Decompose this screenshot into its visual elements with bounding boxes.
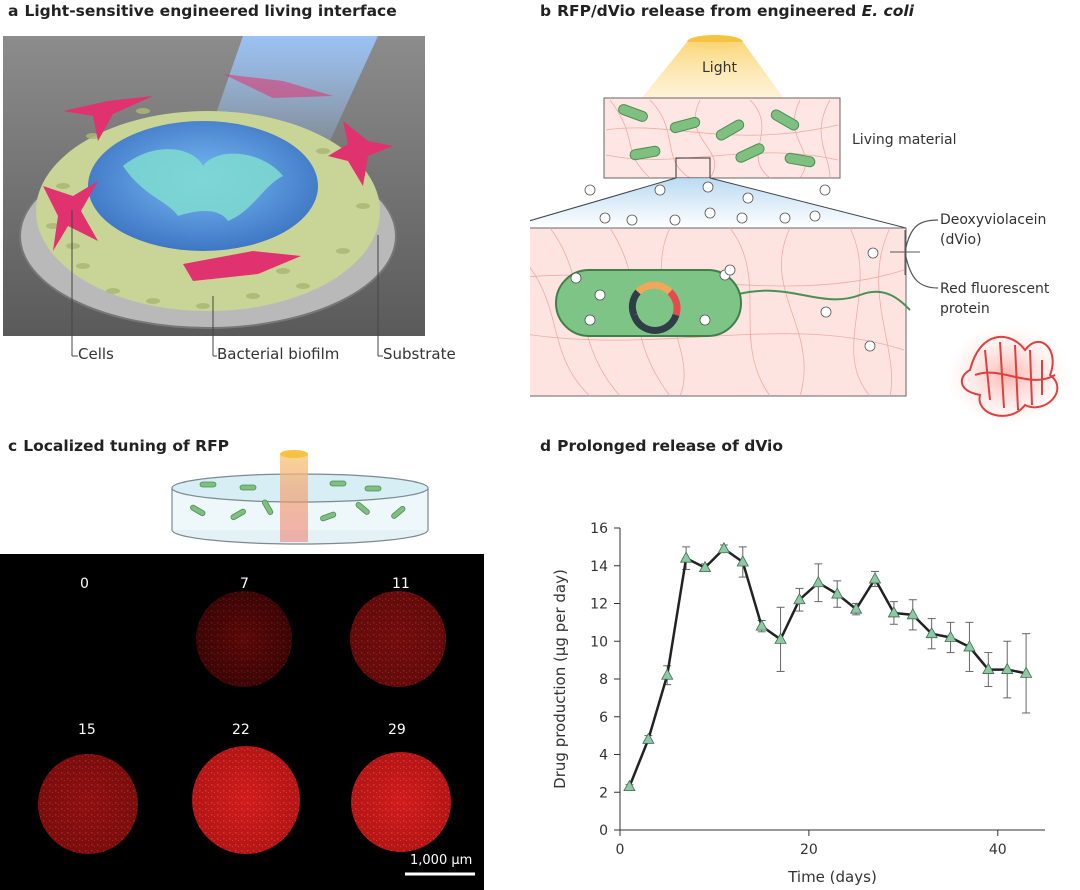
panel-c-title-text: Localized tuning of RFP <box>23 437 230 455</box>
light-label: Light <box>702 60 737 76</box>
spot-label-22: 22 <box>232 722 250 738</box>
panel-a-title-text: Light-sensitive engineered living interf… <box>24 2 397 20</box>
released-molecules <box>584 181 831 226</box>
data-point <box>925 626 938 639</box>
pink-cells <box>43 74 393 281</box>
light-cone <box>640 42 785 100</box>
data-point <box>623 779 636 791</box>
spot-label-0: 0 <box>80 576 89 592</box>
rfp-label-line1: Red fluorescent <box>940 281 1050 297</box>
data-point <box>906 607 919 620</box>
panel-c-title: c Localized tuning of RFP <box>8 437 229 455</box>
living-material-label: Living material <box>852 132 957 148</box>
intracellular-molecules <box>570 247 879 352</box>
data-point <box>963 640 976 652</box>
data-point <box>1001 662 1014 674</box>
panel-b-title-text: RFP/dVio release from engineered <box>557 2 862 20</box>
spot-label-29: 29 <box>388 722 406 738</box>
panel-b-letter: b <box>540 2 552 20</box>
y-tick-label: 0 <box>599 823 608 839</box>
plasmid <box>628 281 681 334</box>
panel-a-leader-lines <box>71 210 383 357</box>
data-point <box>736 555 749 567</box>
culture-dish-illustration <box>171 450 429 545</box>
y-tick-label: 16 <box>590 521 608 537</box>
panel-b-illustration: Light Living material <box>530 35 1070 425</box>
x-axis-label: Time (days) <box>787 868 877 886</box>
data-point <box>887 606 901 618</box>
data-point <box>812 575 825 588</box>
y-tick-label: 10 <box>590 634 608 650</box>
y-tick-label: 2 <box>599 785 608 801</box>
dvio-label-line1: Deoxyviolacein <box>940 212 1046 228</box>
chart-errorbars <box>625 544 1031 789</box>
panel-b-title: b RFP/dVio release from engineered E. col… <box>540 2 914 20</box>
data-point <box>982 662 995 674</box>
dvio-label-line2: (dVio) <box>940 232 982 248</box>
light-beam-c <box>280 454 308 542</box>
panel-c-letter: c <box>8 437 18 455</box>
data-point <box>793 592 806 605</box>
data-point <box>642 732 655 744</box>
data-point <box>698 560 712 573</box>
data-point <box>868 572 882 584</box>
panel-a-letter: a <box>8 2 19 20</box>
y-axis-label: Drug production (μg per day) <box>551 569 569 789</box>
dish-bacteria <box>190 480 406 522</box>
panel-d-title-text: Prolonged release of dVio <box>557 437 784 455</box>
spot-label-15: 15 <box>78 722 96 738</box>
data-point <box>755 619 768 631</box>
x-tick-label: 20 <box>800 842 818 858</box>
biofilm-pattern <box>123 149 283 221</box>
drug-production-chart: 0 2 4 6 8 10 12 14 16 0 20 40 Time (days) Drug prod… <box>551 521 1045 886</box>
panel-d-title: d Prolonged release of dVio <box>540 437 783 455</box>
rfp-fluorescence-image: 0 7 11 15 22 29 1,000 μm <box>0 554 484 890</box>
arrow-to-rfp <box>904 251 939 289</box>
rfp-protein-structure <box>960 335 1059 417</box>
label-substrate: Substrate <box>383 345 456 363</box>
panel-a-illustration <box>3 36 425 336</box>
scalebar-label: 1,000 μm <box>410 853 472 868</box>
x-tick-label: 0 <box>616 842 625 858</box>
biofilm-texture <box>46 108 370 309</box>
panel-b-title-italic: E. coli <box>861 2 914 20</box>
data-point <box>849 602 863 614</box>
label-cells: Cells <box>78 345 114 363</box>
x-tick-label: 40 <box>989 842 1007 858</box>
series-line <box>628 547 1027 788</box>
data-point <box>944 630 957 642</box>
y-tick-label: 14 <box>590 559 608 575</box>
label-bacterial-biofilm: Bacterial biofilm <box>217 345 340 363</box>
data-point <box>1019 666 1033 678</box>
embedded-bacteria <box>618 104 816 168</box>
zoom-fan <box>530 178 910 228</box>
spot-label-11: 11 <box>392 576 410 592</box>
y-tick-label: 6 <box>599 710 608 726</box>
bacterium-body <box>555 269 742 337</box>
chart-points <box>623 541 1033 791</box>
y-tick-label: 4 <box>599 748 608 764</box>
data-point <box>831 587 844 599</box>
rfp-label-line2: protein <box>940 301 990 317</box>
chart-ticks: 0 2 4 6 8 10 12 14 16 0 20 40 <box>590 521 1007 858</box>
bacterium-flagellum <box>734 289 911 311</box>
data-point <box>774 632 787 644</box>
y-tick-label: 8 <box>599 672 608 688</box>
y-tick-label: 12 <box>590 597 608 613</box>
data-point <box>717 541 731 554</box>
data-point <box>679 551 693 563</box>
arrow-to-dvio <box>904 219 939 253</box>
spot-label-7: 7 <box>240 576 249 592</box>
panel-a-title: a Light-sensitive engineered living inter… <box>8 2 397 20</box>
data-point <box>661 668 674 680</box>
panel-d-letter: d <box>540 437 552 455</box>
